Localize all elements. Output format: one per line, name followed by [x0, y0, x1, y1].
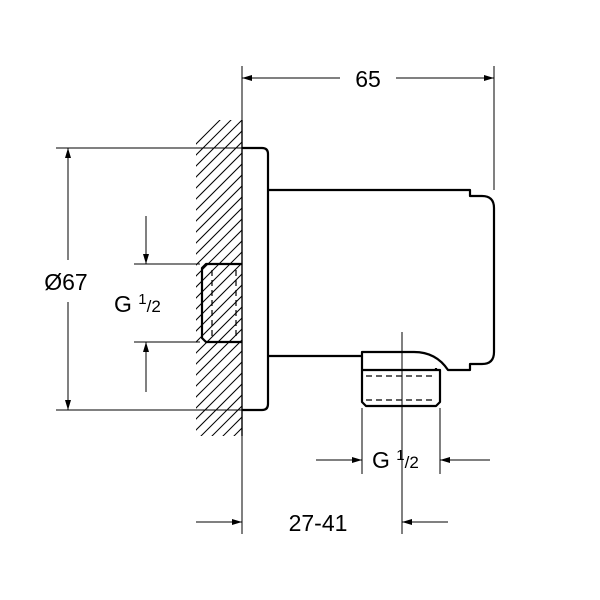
hatch-line: [196, 120, 221, 145]
hatch-line: [196, 328, 242, 376]
hatch-line: [196, 295, 242, 343]
hatch-line: [196, 383, 242, 431]
hatch-line: [196, 229, 242, 277]
hatch-line: [196, 361, 242, 409]
hatch-line: [196, 163, 242, 211]
wall-thread-stub: [200, 262, 242, 344]
hatch-line: [200, 394, 242, 436]
hatch-line: [196, 251, 242, 299]
diameter-dimension-label: Ø67: [44, 269, 87, 295]
wall-hatching: [190, 120, 250, 524]
hatch-line: [196, 120, 232, 156]
hatch-line: [196, 141, 242, 189]
wall-thread-prefix: G: [114, 291, 138, 317]
outlet-thread-denominator: 2: [409, 453, 418, 472]
hatch-line: [196, 174, 242, 222]
rosette-flange: [242, 146, 270, 412]
outlet-thread-numerator: 1: [396, 447, 404, 464]
hatch-line: [196, 350, 242, 398]
hatch-line: [196, 218, 242, 266]
hatch-line: [196, 207, 242, 255]
outlet-thread-slash: /: [405, 453, 410, 472]
outlet-nipple: [360, 356, 442, 408]
hatch-line: [190, 464, 250, 524]
hatch-line: [196, 273, 242, 321]
wall-thread-label: G 1/2: [114, 291, 161, 317]
outlet-thread-label: G 1/2: [372, 447, 419, 473]
hatch-line: [196, 196, 242, 244]
elbow-body: [268, 188, 496, 372]
hatch-line: [190, 431, 250, 491]
hatch-line: [190, 442, 250, 502]
hatch-line: [233, 427, 242, 436]
hatch-line: [190, 453, 250, 513]
outlet-thread-prefix: G: [372, 447, 396, 473]
wall-thread-numerator: 1: [138, 291, 146, 308]
hatch-line: [196, 306, 242, 354]
depth-dimension-label: 65: [355, 66, 381, 92]
adjust-range-label: 27-41: [289, 510, 348, 536]
hatch-line: [211, 405, 242, 436]
hatch-line: [196, 152, 242, 200]
hatch-line: [196, 284, 242, 332]
wall-thread-denominator: 2: [151, 297, 160, 316]
hatch-line: [196, 185, 242, 233]
wall-thread-slash: /: [147, 297, 152, 316]
hatch-line: [196, 372, 242, 420]
hatch-line: [196, 120, 242, 167]
hatch-line: [222, 416, 242, 436]
hatch-line: [196, 317, 242, 365]
hatch-line: [196, 130, 242, 178]
